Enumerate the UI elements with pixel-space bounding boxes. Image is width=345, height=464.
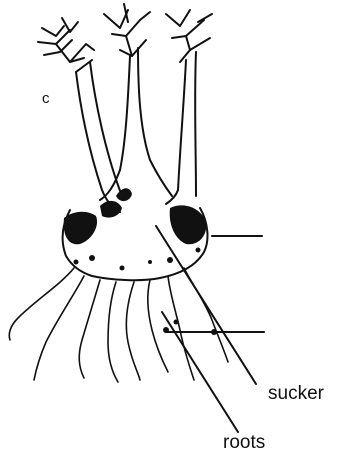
right-stem-top [166,10,212,62]
marker-label: c [42,90,50,107]
roots-pointer [162,312,238,432]
sucker-label: sucker [268,383,324,405]
dark-patches [64,188,207,270]
right-stem [178,60,186,190]
middle-stem-top [104,4,150,56]
roots-label: roots [223,432,265,454]
left-stem-top [38,18,94,72]
left-stem [76,72,120,212]
